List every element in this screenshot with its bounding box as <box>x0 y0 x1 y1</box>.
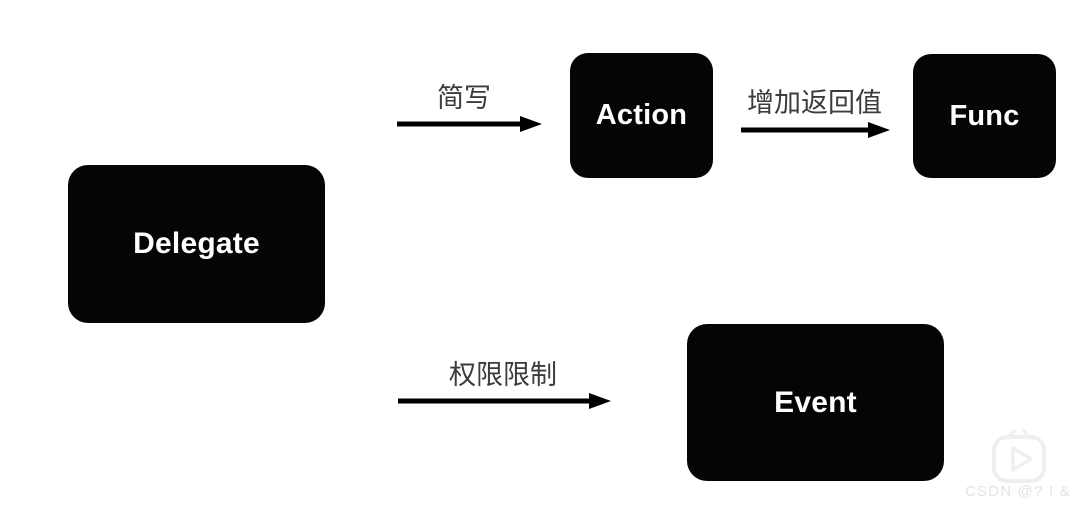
edge-delegate-to-action-label: 简写 <box>437 83 491 113</box>
edge-delegate-to-event-label: 权限限制 <box>449 360 557 390</box>
node-delegate[interactable]: Delegate <box>68 165 325 323</box>
node-delegate-label: Delegate <box>133 227 260 260</box>
node-action-label: Action <box>595 99 688 131</box>
arrow-right-icon <box>397 116 542 132</box>
node-event-label: Event <box>774 385 857 419</box>
node-func[interactable]: Func <box>913 54 1056 178</box>
node-event[interactable]: Event <box>687 324 944 481</box>
arrow-right-icon <box>398 393 611 409</box>
watermark-text: CSDN @? ! & <box>965 483 1071 500</box>
watermark: CSDN @? ! & <box>962 429 1074 505</box>
arrow-right-icon <box>741 122 890 138</box>
edge-action-to-func-label: 增加返回值 <box>747 88 882 118</box>
csdn-logo-icon <box>992 429 1046 483</box>
node-func-label: Func <box>949 99 1020 132</box>
node-action[interactable]: Action <box>570 53 713 178</box>
